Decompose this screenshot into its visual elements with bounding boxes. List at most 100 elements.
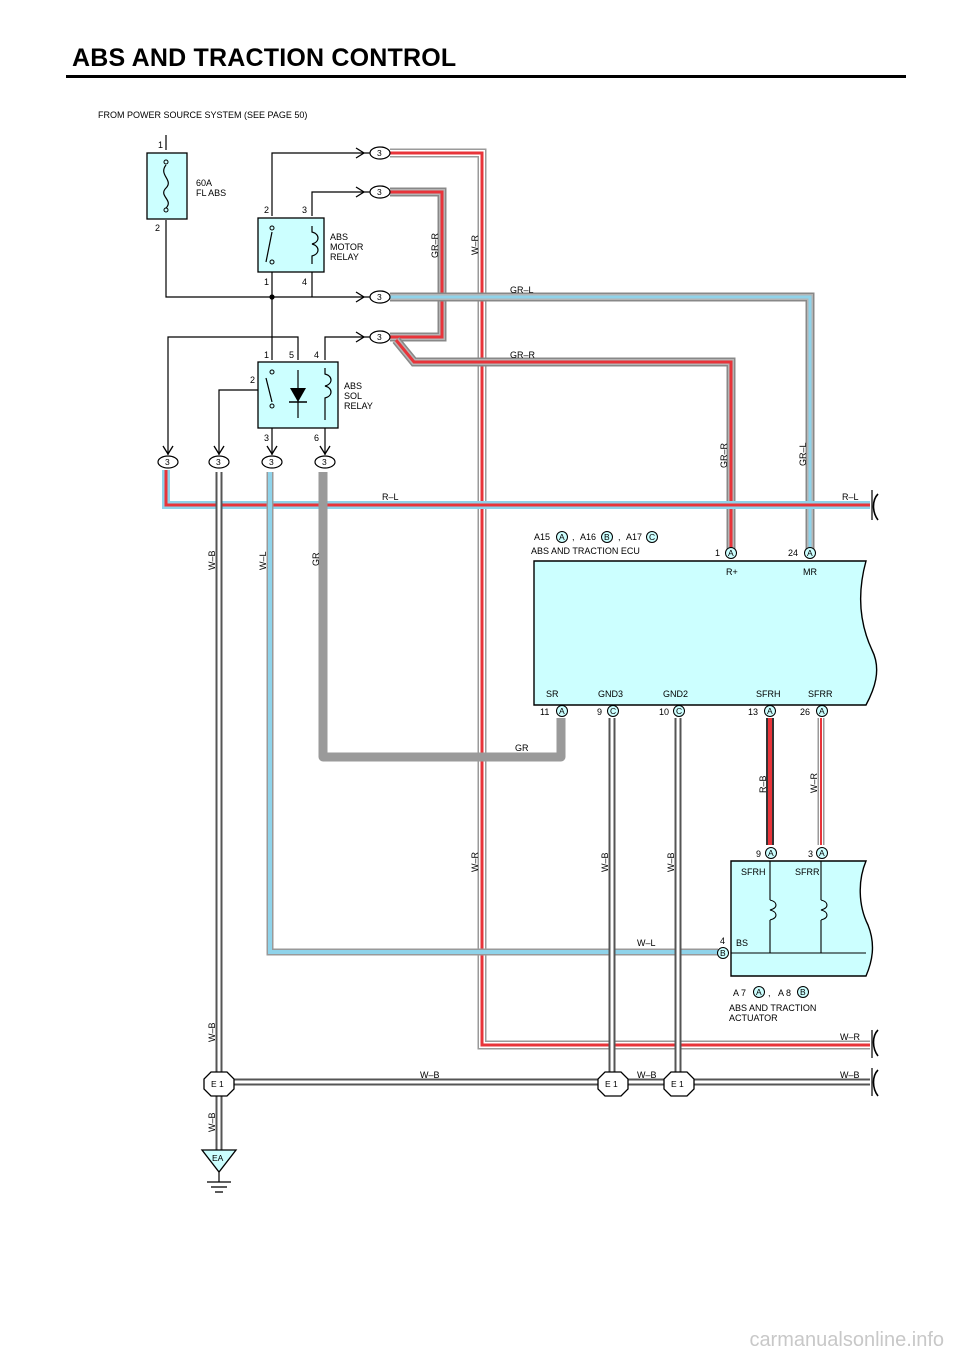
fuse-pin-bottom: 2 xyxy=(155,223,160,233)
ground-junction-label: E 1 xyxy=(671,1079,684,1089)
ground-junction-e1-mid xyxy=(597,1071,629,1097)
motor-relay-pin-4: 4 xyxy=(302,277,307,287)
connector-3-f: 3 xyxy=(208,445,230,469)
wire-label-gr-r-2: GR–R xyxy=(510,350,536,360)
abs-traction-ecu xyxy=(533,560,878,706)
actuator-name-line-1: ABS AND TRACTION xyxy=(729,1003,816,1013)
ecu-connector-letter-a: A xyxy=(559,532,565,542)
ecu-connector-badge xyxy=(646,531,658,543)
earth-ground-label: EA xyxy=(212,1153,224,1163)
thin-wires xyxy=(165,135,873,1096)
ecu-pin-conn: C xyxy=(610,706,616,716)
motor-relay-pin-3: 3 xyxy=(302,205,307,215)
connector-3-h: 3 xyxy=(314,445,336,469)
connector-3-label: 3 xyxy=(269,457,274,467)
connector-3-label: 3 xyxy=(377,332,382,342)
wire-label-gr-r: GR–R xyxy=(430,232,440,258)
actuator-connector-badge xyxy=(753,986,765,998)
actuator-pin-badge xyxy=(765,847,777,859)
ecu-separator: , xyxy=(572,532,575,542)
actuator-connector-a7: A 7 xyxy=(733,988,746,998)
ecu-pin-num: 9 xyxy=(597,707,602,717)
connector-3-d: 3 xyxy=(355,330,391,344)
ecu-pin-conn: A xyxy=(728,548,734,558)
actuator-pin-label-sfrr: SFRR xyxy=(795,867,820,877)
actuator-pin-badge xyxy=(717,947,729,959)
actuator-pin-conn: B xyxy=(720,948,726,958)
motor-relay-label-1: ABS xyxy=(330,232,348,242)
wire-label-w-r-2: W–R xyxy=(809,773,819,794)
ecu-pin-conn: A xyxy=(767,706,773,716)
ecu-pin-label-sfrr: SFRR xyxy=(808,689,833,699)
actuator-separator: , xyxy=(768,988,771,998)
ecu-pin-badge xyxy=(556,705,568,717)
wire-label-w-r-3: W–R xyxy=(470,852,480,873)
watermark-text: carmanualsonline.info xyxy=(749,1329,944,1351)
wire-gr-r-ecu xyxy=(392,337,736,552)
wire-w-l xyxy=(266,472,718,956)
connector-3-label: 3 xyxy=(165,457,170,467)
wire-gr-r-loop xyxy=(390,187,447,342)
ecu-connector-badge xyxy=(601,531,613,543)
fuse-rating: 60A xyxy=(196,178,212,188)
ecu-connector-a16: A16 xyxy=(580,532,596,542)
wire-label-gr-l: GR–L xyxy=(510,285,534,295)
ecu-pin-badge xyxy=(764,705,776,717)
actuator-pin-label-sfrh: SFRH xyxy=(741,867,766,877)
ecu-connector-a15: A15 xyxy=(534,532,550,542)
abs-motor-relay xyxy=(257,217,325,273)
actuator-connector-badge xyxy=(797,986,809,998)
fuse-60a xyxy=(146,152,188,220)
ecu-pin-conn: A xyxy=(807,548,813,558)
ecu-pin-conn: C xyxy=(676,706,682,716)
wire-label-w-b: W–B xyxy=(207,550,217,570)
motor-relay-label-3: RELAY xyxy=(330,252,359,262)
ecu-pin-num: 24 xyxy=(788,548,798,558)
connector-3-label: 3 xyxy=(377,292,382,302)
wire-label-w-b-7: W–B xyxy=(840,1070,860,1080)
connector-3-a: 3 xyxy=(355,146,391,160)
sol-relay-pin-6: 6 xyxy=(314,433,319,443)
ecu-pin-num: 10 xyxy=(659,707,669,717)
ecu-pin-num: 26 xyxy=(800,707,810,717)
wire-label-r-l: R–L xyxy=(382,492,399,502)
sol-relay-pin-4: 4 xyxy=(314,350,319,360)
actuator-pin-conn: A xyxy=(768,848,774,858)
wire-w-b-ground xyxy=(215,1078,870,1150)
sol-relay-pin-2: 2 xyxy=(250,375,255,385)
ecu-pin-badge xyxy=(607,705,619,717)
ecu-pin-label-mr: MR xyxy=(803,567,817,577)
ecu-connector-letter-c: C xyxy=(649,532,655,542)
connector-3-label: 3 xyxy=(377,187,382,197)
wire-r-l xyxy=(162,470,870,509)
fuse-pin-top: 1 xyxy=(158,140,163,150)
connector-3-e: 3 xyxy=(157,445,179,469)
connector-3-label: 3 xyxy=(377,148,382,158)
motor-relay-pin-1: 1 xyxy=(264,277,269,287)
actuator-name-line-2: ACTUATOR xyxy=(729,1013,778,1023)
actuator-connector-letter-a: A xyxy=(756,987,762,997)
wire-label-r-b: R–B xyxy=(758,775,768,793)
ground-junction-e1-right xyxy=(663,1071,695,1097)
ecu-pin-badge xyxy=(725,547,737,559)
ecu-pin-label-sfrh: SFRH xyxy=(756,689,781,699)
wire-label-gr: GR xyxy=(311,552,321,566)
wire-label-gr-r-3: GR–R xyxy=(719,442,729,468)
wire-label-w-l: W–L xyxy=(258,551,268,570)
connector-3-b: 3 xyxy=(355,185,391,199)
continuation-break-marks xyxy=(872,493,879,1097)
wire-label-gr-l-2: GR–L xyxy=(798,442,808,466)
ecu-connector-badge xyxy=(556,531,568,543)
ecu-pin-num: 1 xyxy=(715,548,720,558)
ecu-pin-badge xyxy=(673,705,685,717)
abs-traction-actuator xyxy=(730,860,874,977)
ecu-pin-badge xyxy=(804,547,816,559)
ecu-pin-num: 11 xyxy=(540,707,549,717)
actuator-pin-label-bs: BS xyxy=(736,938,748,948)
wire-label-w-r: W–R xyxy=(470,235,480,256)
wire-label-w-b-6: W–B xyxy=(637,1070,657,1080)
actuator-pin-num: 9 xyxy=(756,849,761,859)
power-source-note: FROM POWER SOURCE SYSTEM (SEE PAGE 50) xyxy=(98,110,307,120)
sol-relay-pin-1: 1 xyxy=(264,350,269,360)
wire-label-w-r-4: W–R xyxy=(840,1032,861,1042)
